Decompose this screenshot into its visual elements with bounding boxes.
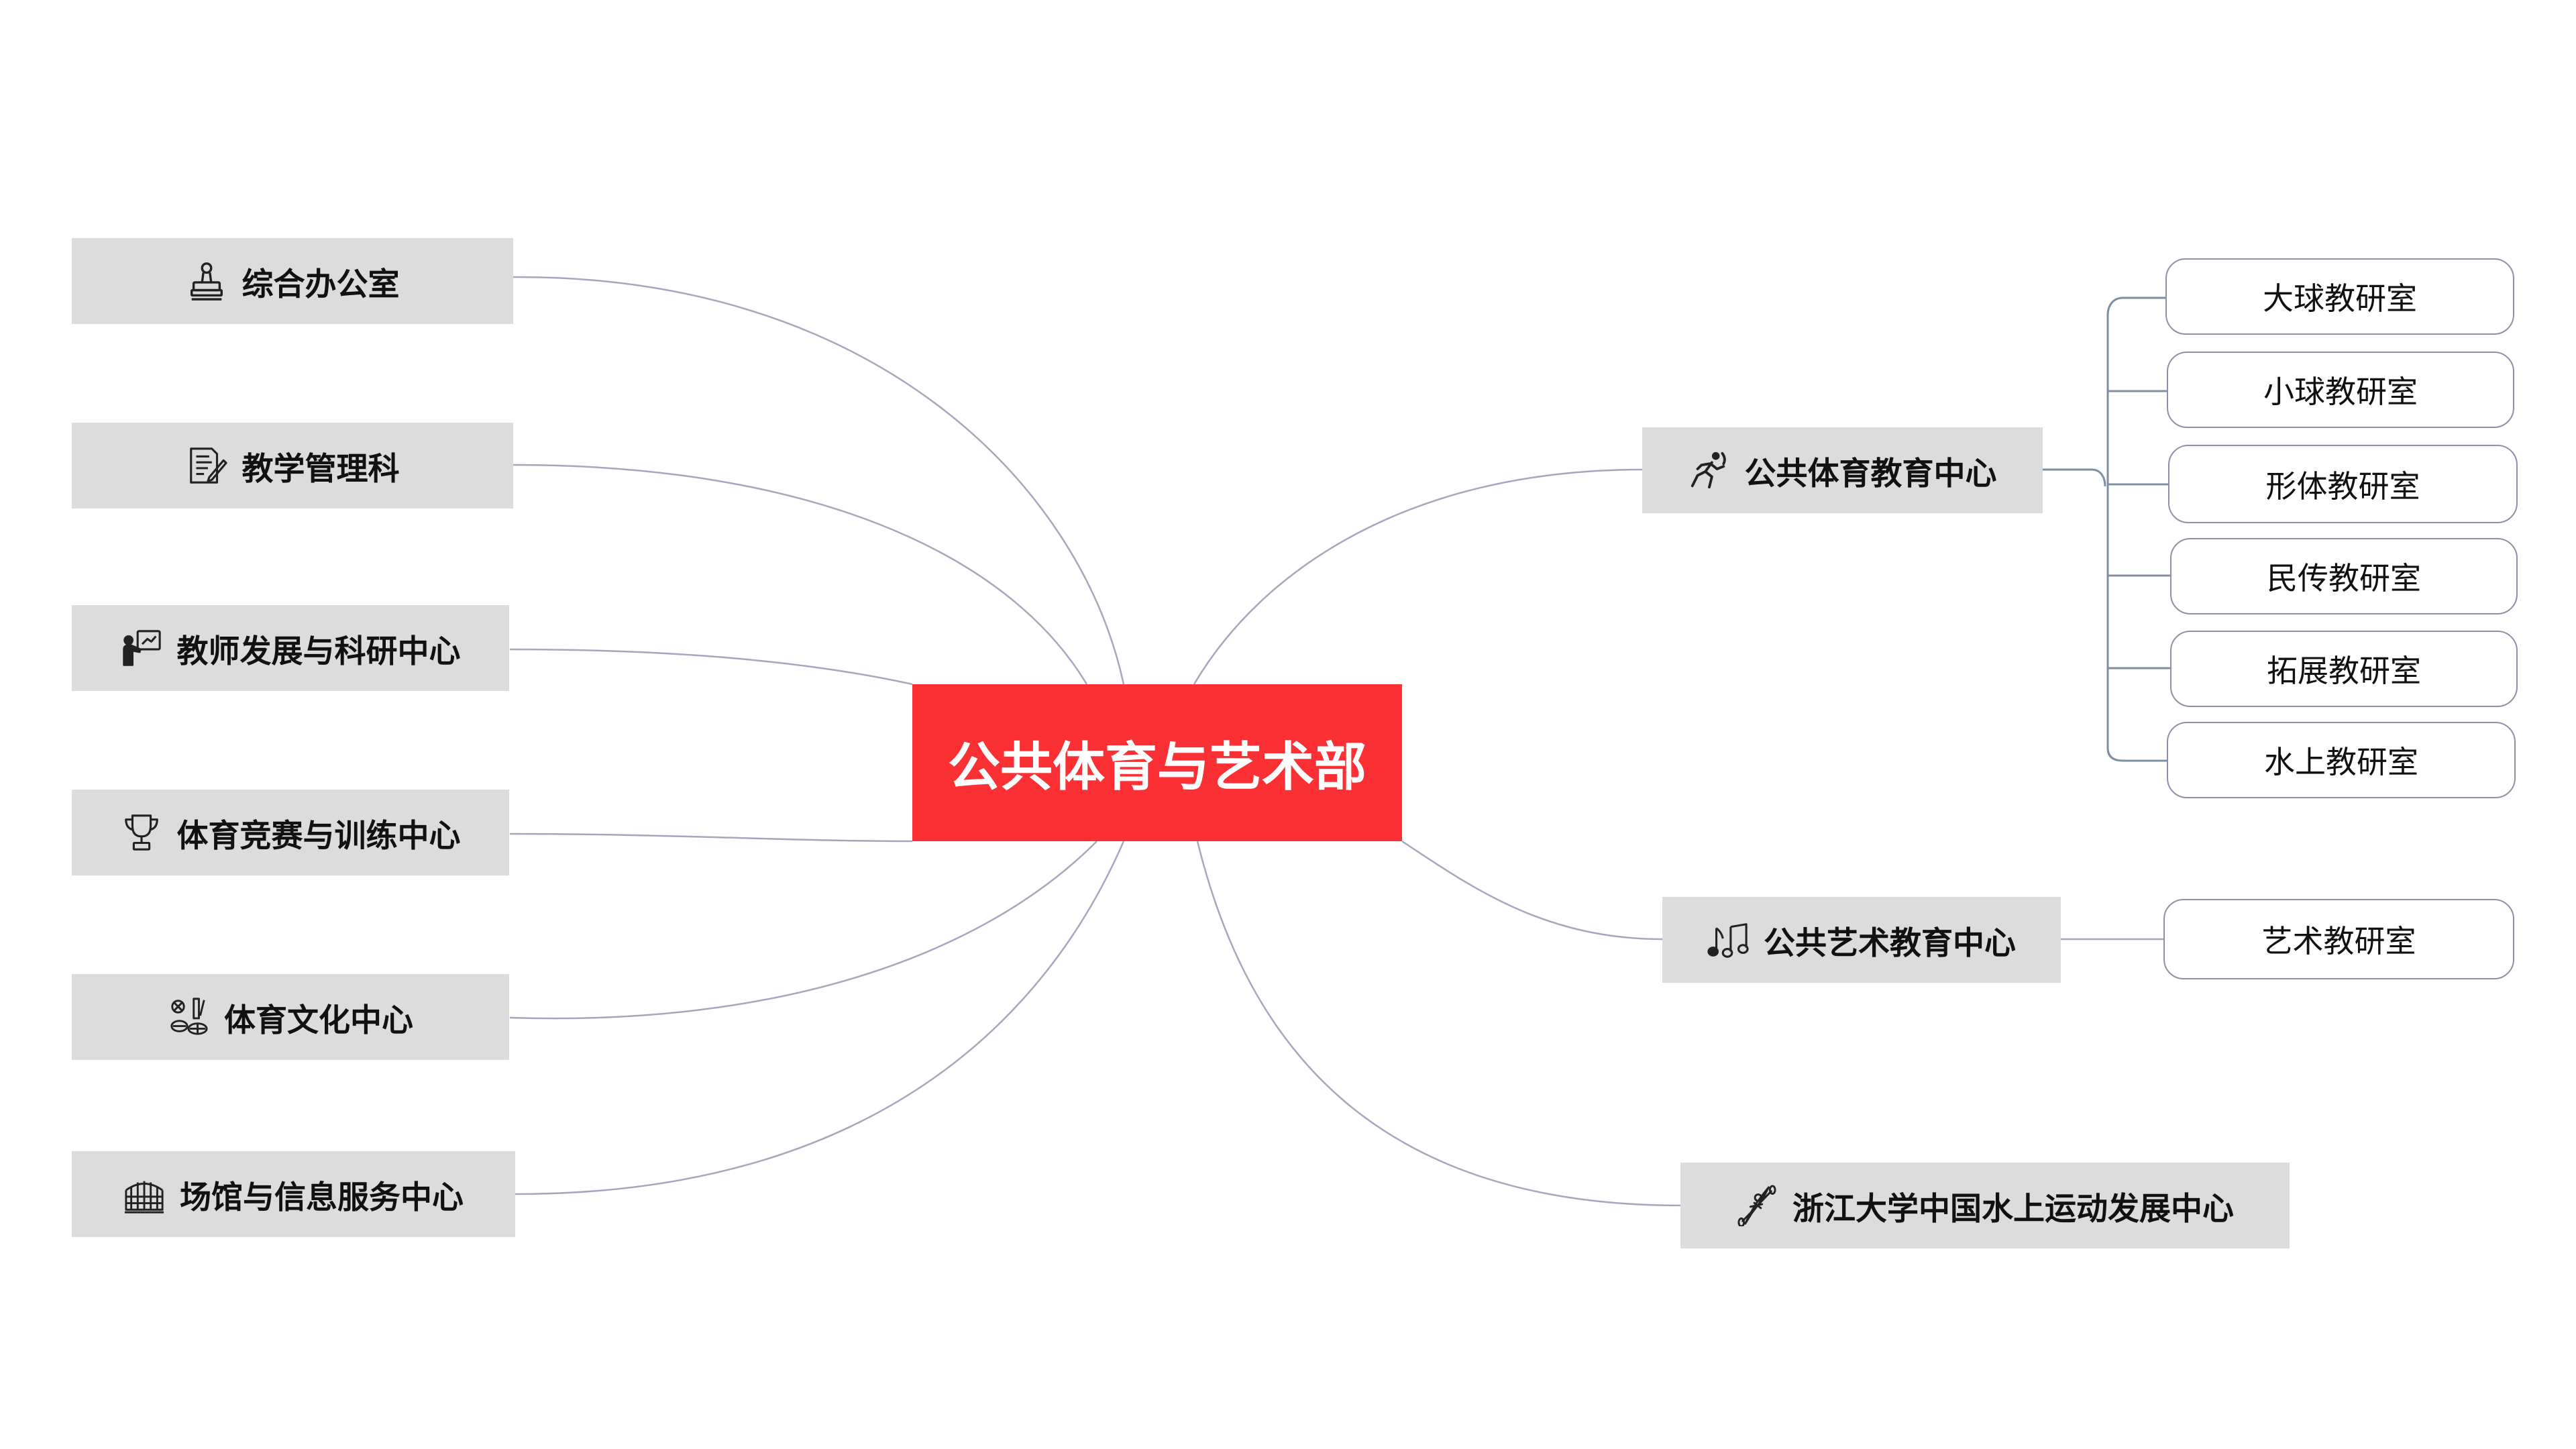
- leaf-water-office[interactable]: 水上教研室: [2167, 722, 2516, 798]
- leaf-label: 水上教研室: [2264, 744, 2418, 780]
- link-sports-top-corner: [2106, 297, 2124, 316]
- rowing-icon: [1736, 1185, 1778, 1226]
- link-root-left-5: [509, 841, 1097, 1020]
- branch-label: 综合办公室: [241, 266, 400, 303]
- leaf-expansion-office[interactable]: 拓展教研室: [2170, 631, 2518, 707]
- stamp-icon: [186, 260, 227, 302]
- branch-label: 公共艺术教育中心: [1764, 924, 2016, 962]
- link-root-right-3: [1196, 841, 1681, 1207]
- branch-venue-info[interactable]: 场馆与信息服务中心: [72, 1151, 515, 1237]
- link-root-right-1: [1193, 468, 1643, 685]
- branch-public-sports-education[interactable]: 公共体育教育中心: [1642, 427, 2043, 513]
- branch-label: 场馆与信息服务中心: [180, 1179, 464, 1216]
- leaf-big-ball-office[interactable]: 大球教研室: [2165, 258, 2514, 335]
- sports-equipment-icon: [168, 996, 209, 1038]
- link-root-right-2: [1401, 840, 1663, 941]
- leaf-label: 大球教研室: [2263, 280, 2417, 317]
- link-sports-bottom-corner: [2106, 747, 2124, 762]
- link-root-left-3: [509, 648, 913, 686]
- leaf-label: 拓展教研室: [2267, 653, 2421, 689]
- leaf-label: 形体教研室: [2265, 468, 2420, 504]
- branch-label: 教学管理科: [241, 450, 400, 488]
- leaf-small-ball-office[interactable]: 小球教研室: [2167, 352, 2514, 428]
- root-node[interactable]: 公共体育与艺术部: [912, 684, 1402, 841]
- link-root-left-2: [513, 464, 1088, 685]
- branch-label: 浙江大学中国水上运动发展中心: [1792, 1190, 2234, 1228]
- branch-public-art-education[interactable]: 公共艺术教育中心: [1662, 897, 2061, 983]
- link-root-left-4: [509, 833, 913, 843]
- leaf-body-shape-office[interactable]: 形体教研室: [2168, 445, 2518, 523]
- branch-label: 体育文化中心: [224, 1002, 413, 1039]
- root-label: 公共体育与艺术部: [947, 737, 1366, 798]
- branch-general-office[interactable]: 综合办公室: [72, 238, 513, 324]
- runner-icon: [1688, 449, 1730, 491]
- branch-label: 体育竞赛与训练中心: [176, 817, 461, 855]
- branch-water-sports-center[interactable]: 浙江大学中国水上运动发展中心: [1680, 1163, 2290, 1248]
- stadium-icon: [123, 1173, 165, 1215]
- trophy-icon: [121, 812, 162, 853]
- branch-teacher-development[interactable]: 教师发展与科研中心: [72, 605, 509, 691]
- branch-teaching-management[interactable]: 教学管理科: [72, 423, 513, 508]
- branch-label: 公共体育教育中心: [1744, 455, 1997, 492]
- link-root-left-6: [515, 841, 1125, 1195]
- leaf-label: 民传教研室: [2267, 560, 2421, 596]
- leaf-label: 小球教研室: [2263, 374, 2418, 410]
- leaf-art-office[interactable]: 艺术教研室: [2163, 899, 2514, 979]
- leaf-folk-traditional-office[interactable]: 民传教研室: [2170, 538, 2518, 614]
- branch-sports-culture[interactable]: 体育文化中心: [72, 974, 509, 1060]
- document-edit-icon: [186, 445, 227, 486]
- branch-label: 教师发展与科研中心: [176, 633, 461, 670]
- teacher-board-icon: [121, 627, 162, 669]
- music-note-icon: [1707, 919, 1749, 961]
- leaf-label: 艺术教研室: [2261, 923, 2416, 959]
- link-sports-fork: [2043, 468, 2106, 487]
- link-root-left-1: [513, 276, 1125, 685]
- branch-competition-training[interactable]: 体育竞赛与训练中心: [72, 790, 509, 875]
